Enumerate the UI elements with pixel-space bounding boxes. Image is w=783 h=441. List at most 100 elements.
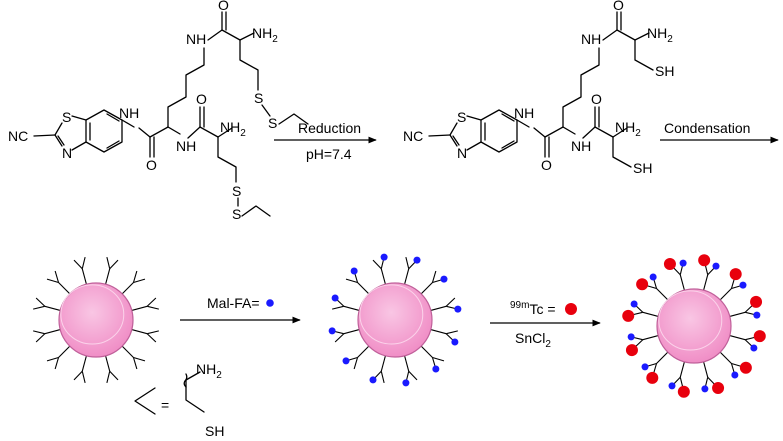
ligand-stem	[420, 282, 433, 295]
ligand-arm	[332, 305, 344, 310]
atom-nh-amide: NH	[119, 105, 139, 121]
ligand-stem	[404, 268, 410, 285]
atom-o-2: O	[218, 0, 229, 13]
folate-dot	[342, 357, 350, 365]
ligand-stem	[703, 274, 709, 291]
ligand-stem	[656, 288, 669, 301]
ligand-stem	[679, 361, 685, 378]
arrow-condensation: Condensation	[660, 120, 779, 144]
ligand-arm	[109, 259, 119, 270]
ligand-stem	[121, 345, 134, 358]
nanoparticle-tc-labeled	[622, 254, 766, 398]
tc-dot	[729, 268, 742, 281]
ligand-arm	[431, 270, 437, 283]
ligand-arm	[133, 356, 146, 362]
particle-highlight	[60, 284, 125, 345]
arrow-mal-fa: Mal-FA=	[180, 295, 301, 324]
ligand-stem	[343, 329, 360, 335]
atom-nh-backbone: NH	[176, 138, 196, 154]
ligand-arm	[432, 356, 445, 362]
folate-dot	[630, 300, 638, 308]
ligand-arm	[73, 259, 83, 270]
benzothiazole-ring-1	[33, 109, 123, 153]
ligand-stem	[105, 268, 111, 285]
ligand-stem	[404, 355, 410, 372]
atom-sh-lower: SH	[633, 160, 652, 176]
ligand-stem	[642, 335, 659, 341]
ligand-arm	[46, 278, 59, 284]
atom-o-1: O	[146, 157, 157, 173]
ligand-arm	[445, 297, 456, 307]
molecule-disulfide: S N NC NH O NH O NH2 S S NH O NH2	[8, 0, 309, 222]
ligand-arm	[372, 259, 382, 270]
nanoparticle-bare	[33, 257, 159, 383]
ligand-stem	[380, 268, 386, 285]
atom-nh2-lower: NH2	[615, 119, 641, 139]
tc-dot	[636, 278, 649, 291]
folate-dot	[679, 259, 687, 267]
ligand-stem	[729, 335, 746, 341]
atom-o-3: O	[591, 91, 602, 107]
label-sncl2: SnCl2	[515, 330, 551, 350]
arrow-reduction: Reduction pH=7.4	[274, 120, 377, 162]
folate-dot	[440, 275, 448, 283]
atom-o-3: O	[196, 91, 207, 107]
label-ph: pH=7.4	[306, 146, 352, 162]
ligand-arm	[106, 371, 111, 383]
wavy-bond	[183, 373, 188, 388]
label-tc: 99mTc =	[510, 300, 556, 317]
ligand-stem	[430, 305, 447, 311]
tc-dot	[750, 295, 763, 308]
ligand-stem	[719, 351, 732, 364]
tc-dot	[698, 254, 711, 267]
label-condensation: Condensation	[664, 120, 750, 136]
atom-s: S	[62, 109, 71, 125]
atom-n: N	[457, 145, 467, 161]
ligand-stem	[420, 345, 433, 358]
ligand-stem	[357, 345, 370, 358]
folate-dot	[753, 311, 761, 319]
ligand-stem	[44, 305, 61, 311]
tc-dot	[622, 309, 635, 322]
tc-dot	[712, 382, 725, 395]
legend-nh2: NH2	[196, 361, 222, 381]
tc-dot-icon	[565, 303, 577, 315]
ligand-stem	[679, 274, 685, 291]
atom-sh-upper: SH	[655, 63, 674, 79]
folate-dot	[454, 305, 462, 313]
ligand-stem	[81, 268, 87, 285]
atom-o-2: O	[613, 0, 624, 13]
ligand-stem	[121, 282, 134, 295]
particle-core	[58, 282, 134, 358]
ligand-arm	[380, 371, 385, 383]
atom-nh-lys: NH	[186, 31, 206, 47]
ligand-arm	[33, 330, 45, 335]
ligand-stem	[430, 329, 447, 335]
ligand-arm	[81, 371, 86, 383]
legend-equals: =	[161, 397, 169, 413]
folate-dot	[739, 281, 747, 289]
ligand-arm	[33, 305, 45, 310]
atom-nh-amide: NH	[514, 105, 534, 121]
atom-nc: NC	[8, 128, 28, 144]
ligand-arm	[146, 333, 157, 343]
ligand-arm	[54, 357, 60, 370]
ligand-arm	[132, 357, 138, 370]
ligand-stem	[719, 288, 732, 301]
ligand-arm	[109, 370, 119, 381]
atom-nc: NC	[403, 128, 423, 144]
legend-thiol-ligand: = NH2 SH	[134, 361, 224, 439]
ligand-arm	[146, 297, 157, 307]
tc-dot	[753, 330, 766, 343]
ligand-arm	[334, 333, 345, 343]
folate-dot	[750, 344, 758, 352]
legend-sh: SH	[205, 423, 224, 439]
atom-s-lower-1: S	[232, 183, 241, 199]
particle-highlight	[359, 284, 424, 345]
folate-dot	[641, 363, 649, 371]
folate-dot	[451, 338, 459, 346]
arrow-tc: 99mTc = SnCl2	[490, 300, 601, 350]
folate-dot	[649, 273, 657, 281]
ligand-arm	[54, 270, 60, 283]
ligand-arm	[133, 278, 146, 284]
